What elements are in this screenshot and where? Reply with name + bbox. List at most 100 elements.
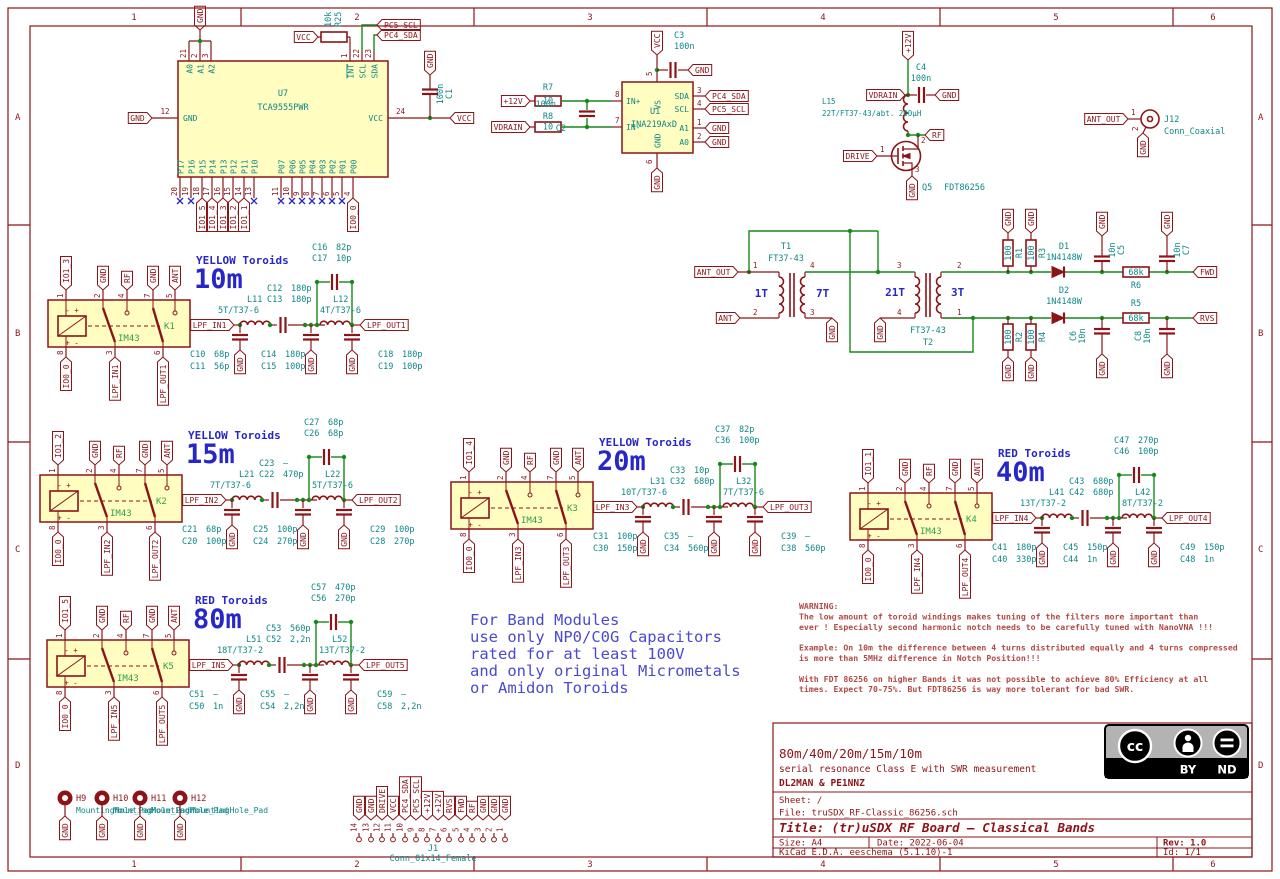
net-label-gnd[interactable]: GND xyxy=(1137,132,1149,158)
net-label-io1_4[interactable]: IO1_4 xyxy=(463,438,475,473)
net-label-gnd[interactable]: GND xyxy=(899,458,911,484)
net-label-gnd[interactable]: GND xyxy=(139,440,151,466)
net-label-pc5_scl[interactable]: PC5_SCL xyxy=(410,776,422,821)
net-label-lpf_in1[interactable]: LPF_IN1 xyxy=(109,356,121,401)
net-label-lpf_out2[interactable]: LPF_OUT2 xyxy=(351,494,401,506)
net-label-gnd[interactable]: GND xyxy=(194,5,206,31)
net-label-gnd[interactable]: GND xyxy=(1148,542,1160,568)
net-label-lpf_in4[interactable]: LPF_IN4 xyxy=(911,549,923,594)
net-label-gnd[interactable]: GND xyxy=(97,265,109,291)
net-label-gnd[interactable]: GND xyxy=(1096,353,1108,379)
net-label-drive[interactable]: DRIVE xyxy=(843,150,878,162)
net-label-lpf_in5[interactable]: LPF_IN5 xyxy=(108,696,120,741)
net-label-gnd[interactable]: GND xyxy=(500,447,512,473)
net-label-gnd[interactable]: GND xyxy=(1036,542,1048,568)
net-label-io0_0[interactable]: IO0_0 xyxy=(60,356,72,391)
net-label-pc4_sda[interactable]: PC4_SDA xyxy=(399,776,411,821)
net-label-gnd[interactable]: GND xyxy=(304,689,316,715)
net-label-gnd[interactable]: GND xyxy=(1107,542,1119,568)
net-label-lpf_in2[interactable]: LPF_IN2 xyxy=(182,494,227,506)
net-label-vdrain[interactable]: VDRAIN xyxy=(866,89,906,101)
net-label-gnd[interactable]: GND xyxy=(651,167,663,193)
net-label-gnd[interactable]: GND xyxy=(297,524,309,550)
net-label-gnd[interactable]: GND xyxy=(146,605,158,631)
filter-block-80m[interactable]: - ++ -IM43K51IO1_52GND4RF7GND5ANT8IO0_03… xyxy=(46,583,421,746)
net-label-rf[interactable]: RF xyxy=(466,800,478,821)
net-label-rf[interactable]: RF xyxy=(924,129,945,141)
net-label-ant[interactable]: ANT xyxy=(161,440,173,466)
net-label-lpf_in3[interactable]: LPF_IN3 xyxy=(593,501,638,513)
net-label-pc5_scl[interactable]: PC5_SCL xyxy=(376,19,421,31)
net-label-gnd[interactable]: GND xyxy=(949,458,961,484)
net-label-gnd[interactable]: GND xyxy=(550,447,562,473)
net-label-lpf_out5[interactable]: LPF_OUT5 xyxy=(156,696,168,746)
net-label-gnd[interactable]: GND xyxy=(704,136,730,148)
net-label-gnd[interactable]: GND xyxy=(346,349,358,375)
net-label-gnd[interactable]: GND xyxy=(305,349,317,375)
filter-block-40m[interactable]: - ++ -IM43K41IO1_12GND4RF7GND5ANT8IO0_03… xyxy=(849,436,1224,599)
net-label-pc5_scl[interactable]: PC5_SCL xyxy=(704,103,749,115)
notes-warning[interactable]: WARNING:The low amount of toroid winding… xyxy=(799,601,1238,694)
net-label-lpf_out3[interactable]: LPF_OUT3 xyxy=(762,501,812,513)
net-label-io1_2[interactable]: IO1_2 xyxy=(227,197,239,232)
net-label-gnd[interactable]: GND xyxy=(96,815,108,841)
net-label-ant[interactable]: ANT xyxy=(715,312,741,324)
net-label-gnd[interactable]: GND xyxy=(637,531,649,557)
net-label-io0_0[interactable]: IO0_0 xyxy=(59,696,71,731)
net-label-gnd[interactable]: GND xyxy=(749,531,761,557)
net-label-gnd[interactable]: GND xyxy=(96,605,108,631)
net-label-io1_1[interactable]: IO1_1 xyxy=(238,197,250,232)
net-label-gnd[interactable]: GND xyxy=(1025,208,1037,234)
net-label-pc4_sda[interactable]: PC4_SDA xyxy=(704,90,749,102)
net-label-gnd[interactable]: GND xyxy=(499,795,511,821)
net-label-gnd[interactable]: GND xyxy=(234,349,246,375)
net-label-gnd[interactable]: GND xyxy=(59,815,71,841)
net-label-gnd[interactable]: GND xyxy=(826,317,838,343)
net-label-rvs[interactable]: RVS xyxy=(1192,312,1218,324)
net-label-io0_0[interactable]: IO0_0 xyxy=(862,549,874,584)
net-label-rf[interactable]: RF xyxy=(524,452,536,473)
net-label-fwd[interactable]: FWD xyxy=(1192,266,1218,278)
net-label-+12v[interactable]: +12V xyxy=(421,790,433,821)
net-label-gnd[interactable]: GND xyxy=(1025,356,1037,382)
net-label-lpf_out4[interactable]: LPF_OUT4 xyxy=(959,549,971,599)
relay-k4[interactable]: - ++ -IM43K41IO1_12GND4RF7GND5ANT8IO0_03… xyxy=(849,449,993,599)
net-label-io1_4[interactable]: IO1_4 xyxy=(206,197,218,232)
net-label-io1_3[interactable]: IO1_3 xyxy=(217,197,229,232)
net-label-ant_out[interactable]: ANT_OUT xyxy=(1084,113,1129,125)
net-label-gnd[interactable]: GND xyxy=(1002,208,1014,234)
net-label-gnd[interactable]: GND xyxy=(934,89,960,101)
net-label-io0_0[interactable]: IO0_0 xyxy=(347,197,359,232)
net-label-+12v[interactable]: +12V xyxy=(500,95,531,107)
net-label-vcc[interactable]: VCC xyxy=(449,112,475,124)
net-label-lpf_in1[interactable]: LPF_IN1 xyxy=(190,319,235,331)
net-label-lpf_out1[interactable]: LPF_OUT1 xyxy=(359,319,409,331)
net-label-lpf_out1[interactable]: LPF_OUT1 xyxy=(157,356,169,406)
net-label-gnd[interactable]: GND xyxy=(1096,211,1108,237)
net-label-vdrain[interactable]: VDRAIN xyxy=(491,121,531,133)
net-label-lpf_in5[interactable]: LPF_IN5 xyxy=(189,659,234,671)
net-label-io0_0[interactable]: IO0_0 xyxy=(463,538,475,573)
net-label-ant[interactable]: ANT xyxy=(572,447,584,473)
net-label-gnd[interactable]: GND xyxy=(1161,211,1173,237)
filter-block-10m[interactable]: - ++ -IM43K11IO1_32GND4RF7GND5ANT8IO0_03… xyxy=(47,243,422,406)
net-label-io1_5[interactable]: IO1_5 xyxy=(196,197,208,232)
net-label-vcc[interactable]: VCC xyxy=(293,31,319,43)
net-label-gnd[interactable]: GND xyxy=(1002,356,1014,382)
net-label-gnd[interactable]: GND xyxy=(127,112,153,124)
net-label-gnd[interactable]: GND xyxy=(477,795,489,821)
net-label-io1_5[interactable]: IO1_5 xyxy=(59,596,71,631)
net-label-gnd[interactable]: GND xyxy=(365,795,377,821)
net-label-rf[interactable]: RF xyxy=(120,610,132,631)
net-label-+12v[interactable]: +12V xyxy=(902,30,914,61)
net-label-gnd[interactable]: GND xyxy=(704,122,730,134)
net-label-vcc[interactable]: VCC xyxy=(651,30,663,56)
mounting-holes[interactable]: H9MountingHole_PadGNDH10MountingHole_Pad… xyxy=(57,790,269,841)
net-label-fwd[interactable]: FWD xyxy=(455,795,467,821)
net-label-io1_1[interactable]: IO1_1 xyxy=(862,449,874,484)
ic-u1[interactable]: U1INA219AxD5VSVCCGNDC3100n8IN+10R7+12V7I… xyxy=(491,30,749,193)
net-label-ant[interactable]: ANT xyxy=(169,265,181,291)
